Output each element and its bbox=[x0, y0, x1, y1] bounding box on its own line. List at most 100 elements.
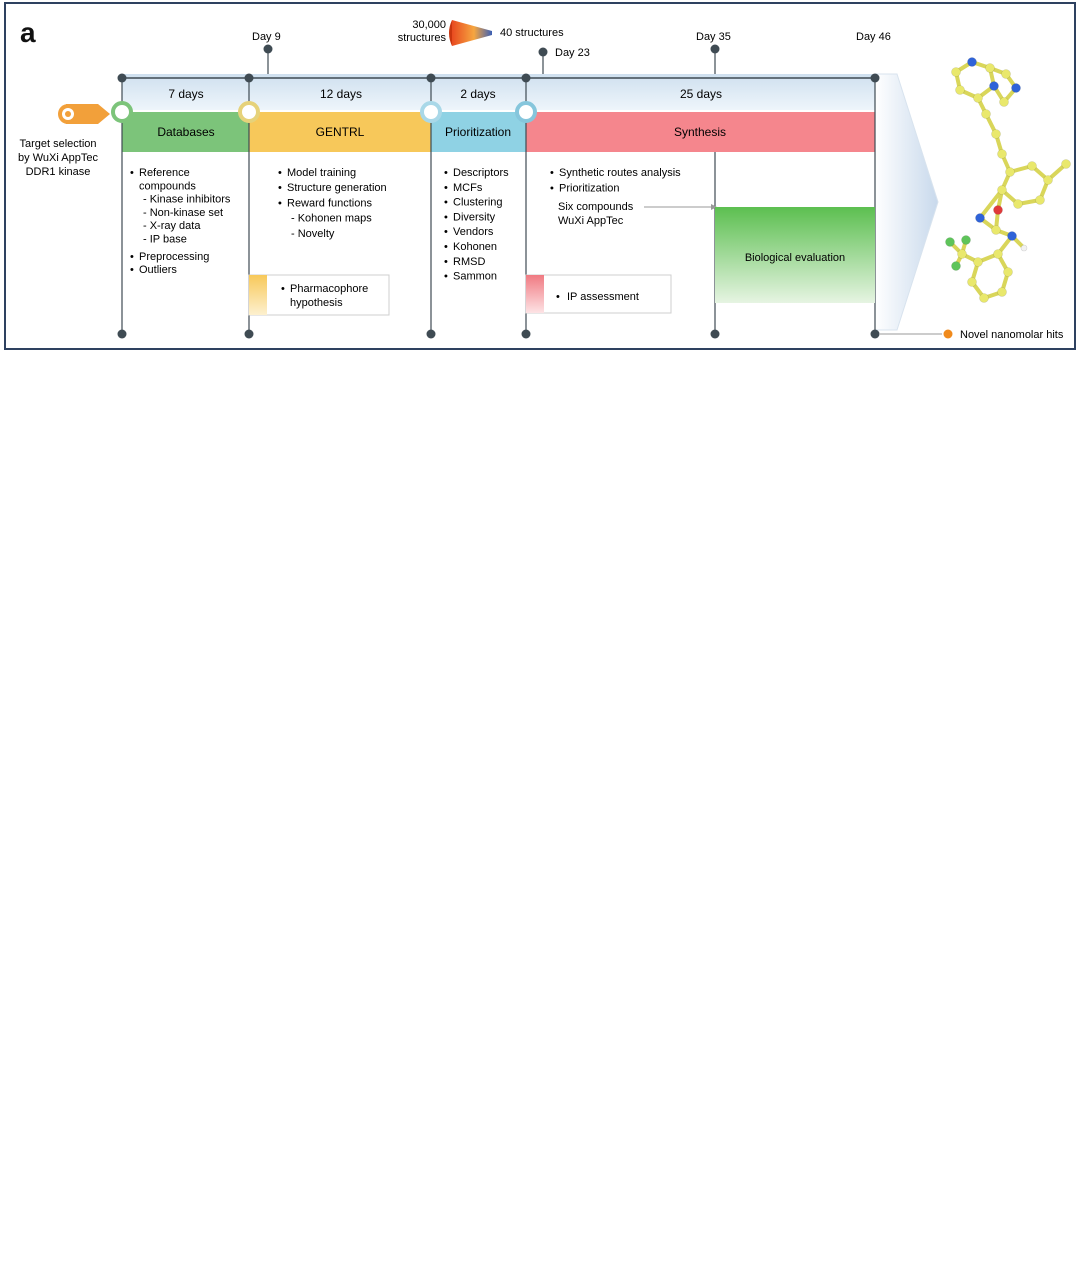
duration-synthesis: 25 days bbox=[680, 87, 722, 101]
blue-atom-icon bbox=[976, 214, 985, 223]
gentrl-list-item: Model training bbox=[287, 167, 356, 179]
phase-label-gentrl: GENTRL bbox=[316, 125, 365, 139]
day-46-label: Day 46 bbox=[856, 31, 891, 43]
ip-assessment-label: IP assessment bbox=[567, 291, 639, 303]
blue-atom-icon bbox=[990, 82, 999, 91]
gentrl-list-item: Structure generation bbox=[287, 182, 387, 194]
prioritization-list-bullet: • bbox=[444, 241, 448, 253]
blue-atom-icon bbox=[1012, 84, 1021, 93]
hits-dot-icon bbox=[944, 330, 953, 339]
ip-assessment-bullet: • bbox=[556, 291, 560, 303]
timeline-arrowhead bbox=[875, 74, 938, 330]
yellow-atom-icon bbox=[1028, 162, 1037, 171]
yellow-atom-icon bbox=[1044, 176, 1053, 185]
prioritization-list-bullet: • bbox=[444, 197, 448, 209]
ring-gentrl bbox=[240, 103, 258, 121]
hits-legend-label: Novel nanomolar hits bbox=[960, 329, 1064, 341]
yellow-atom-icon bbox=[952, 68, 961, 77]
six-compounds: Six compounds WuXi AppTec bbox=[558, 201, 717, 227]
prioritization-list-bullet: • bbox=[444, 182, 448, 194]
yellow-atom-icon bbox=[974, 258, 983, 267]
gentrl-list-subitem: - Kohonen maps bbox=[291, 213, 372, 225]
gentrl-list-bullet: • bbox=[278, 167, 282, 179]
databases-list-subitem: - X-ray data bbox=[143, 220, 201, 232]
databases-list-subitem: - IP base bbox=[143, 234, 187, 246]
funnel: 30,000 structures 40 structures bbox=[398, 19, 564, 46]
phase-bars: Databases GENTRL Prioritization Synthesi… bbox=[122, 112, 875, 152]
gentrl-list-subitem: - Novelty bbox=[291, 228, 335, 240]
yellow-atom-icon bbox=[998, 288, 1007, 297]
phase-label-databases: Databases bbox=[157, 125, 214, 139]
day-23-label: Day 23 bbox=[555, 47, 590, 59]
yellow-atom-icon bbox=[968, 278, 977, 287]
databases-list-bullet: • bbox=[130, 251, 134, 263]
yellow-atom-icon bbox=[1002, 70, 1011, 79]
yellow-atom-icon bbox=[998, 186, 1007, 195]
biological-evaluation-box: Biological evaluation bbox=[715, 207, 875, 303]
prioritization-list-item: RMSD bbox=[453, 256, 485, 268]
gentrl-list: • Model training • Structure generation • Rew… bbox=[278, 167, 387, 240]
prioritization-list-bullet: • bbox=[444, 256, 448, 268]
yellow-atom-icon bbox=[992, 226, 1001, 235]
funnel-input-line1: 30,000 bbox=[412, 19, 446, 31]
green-atom-icon bbox=[952, 262, 961, 271]
yellow-atom-icon bbox=[974, 94, 983, 103]
yellow-atom-icon bbox=[956, 86, 965, 95]
pharmacophore-line1: Pharmacophore bbox=[290, 283, 368, 295]
target-line1: Target selection bbox=[19, 138, 96, 150]
day-9-dot bbox=[264, 45, 273, 54]
synthesis-list-item: Synthetic routes analysis bbox=[559, 167, 681, 179]
prioritization-list-item: MCFs bbox=[453, 182, 483, 194]
funnel-output: 40 structures bbox=[500, 27, 564, 39]
timeline-diagram: a 30,000 structures 40 structures Day 9 … bbox=[6, 4, 1078, 352]
synthesis-list-bullet: • bbox=[550, 183, 554, 195]
pharmacophore-line2: hypothesis bbox=[290, 297, 343, 309]
prioritization-list-bullet: • bbox=[444, 271, 448, 283]
yellow-atom-icon bbox=[1006, 168, 1015, 177]
funnel-icon bbox=[452, 20, 492, 46]
phase-label-synthesis: Synthesis bbox=[674, 125, 726, 139]
target-selection: Target selection by WuXi AppTec DDR1 kin… bbox=[18, 104, 110, 178]
day-35-label: Day 35 bbox=[696, 31, 731, 43]
prioritization-list-bullet: • bbox=[444, 211, 448, 223]
prioritization-list-bullet: • bbox=[444, 167, 448, 179]
databases-list-subitem: - Kinase inhibitors bbox=[143, 194, 231, 206]
ip-assessment-box: • IP assessment bbox=[526, 275, 671, 313]
gentrl-list-bullet: • bbox=[278, 182, 282, 194]
synthesis-list-bullet: • bbox=[550, 167, 554, 179]
funnel-input-line2: structures bbox=[398, 32, 447, 44]
phase-label-prioritization: Prioritization bbox=[445, 125, 511, 139]
yellow-atom-icon bbox=[958, 250, 967, 259]
day-23-dot bbox=[539, 48, 548, 57]
databases-list-item: Preprocessing bbox=[139, 251, 209, 263]
yellow-atom-icon bbox=[986, 64, 995, 73]
hits-legend: Novel nanomolar hits bbox=[880, 329, 1064, 341]
yellow-atom-icon bbox=[1062, 160, 1071, 169]
pharmacophore-bullet: • bbox=[281, 283, 285, 295]
databases-list-item: compounds bbox=[139, 180, 196, 192]
yellow-atom-icon bbox=[994, 250, 1003, 259]
duration-bar bbox=[122, 74, 875, 110]
databases-list-item: Outliers bbox=[139, 264, 177, 276]
prioritization-list: •Descriptors•MCFs•Clustering•Diversity•V… bbox=[444, 167, 509, 283]
yellow-atom-icon bbox=[1004, 268, 1013, 277]
blue-atom-icon bbox=[968, 58, 977, 67]
synthesis-list-item: Prioritization bbox=[559, 183, 620, 195]
six-compounds-line1: Six compounds bbox=[558, 201, 634, 213]
pharmacophore-box: • Pharmacophore hypothesis bbox=[249, 275, 389, 315]
databases-list-subitem: - Non-kinase set bbox=[143, 207, 223, 219]
yellow-atom-icon bbox=[992, 130, 1001, 139]
prioritization-list-bullet: • bbox=[444, 226, 448, 238]
day-35-dot bbox=[711, 45, 720, 54]
prioritization-list-item: Descriptors bbox=[453, 167, 509, 179]
day-9-label: Day 9 bbox=[252, 31, 281, 43]
yellow-atom-icon bbox=[1036, 196, 1045, 205]
databases-list-bullet: • bbox=[130, 167, 134, 179]
gentrl-list-bullet: • bbox=[278, 197, 282, 209]
funnel-mouth-icon bbox=[449, 20, 452, 46]
prioritization-list-item: Vendors bbox=[453, 226, 494, 238]
panel-a: a 30,000 structures 40 structures Day 9 … bbox=[4, 2, 1076, 350]
gentrl-list-item: Reward functions bbox=[287, 197, 372, 209]
white-atom-icon bbox=[1021, 245, 1027, 251]
prioritization-list-item: Kohonen bbox=[453, 241, 497, 253]
